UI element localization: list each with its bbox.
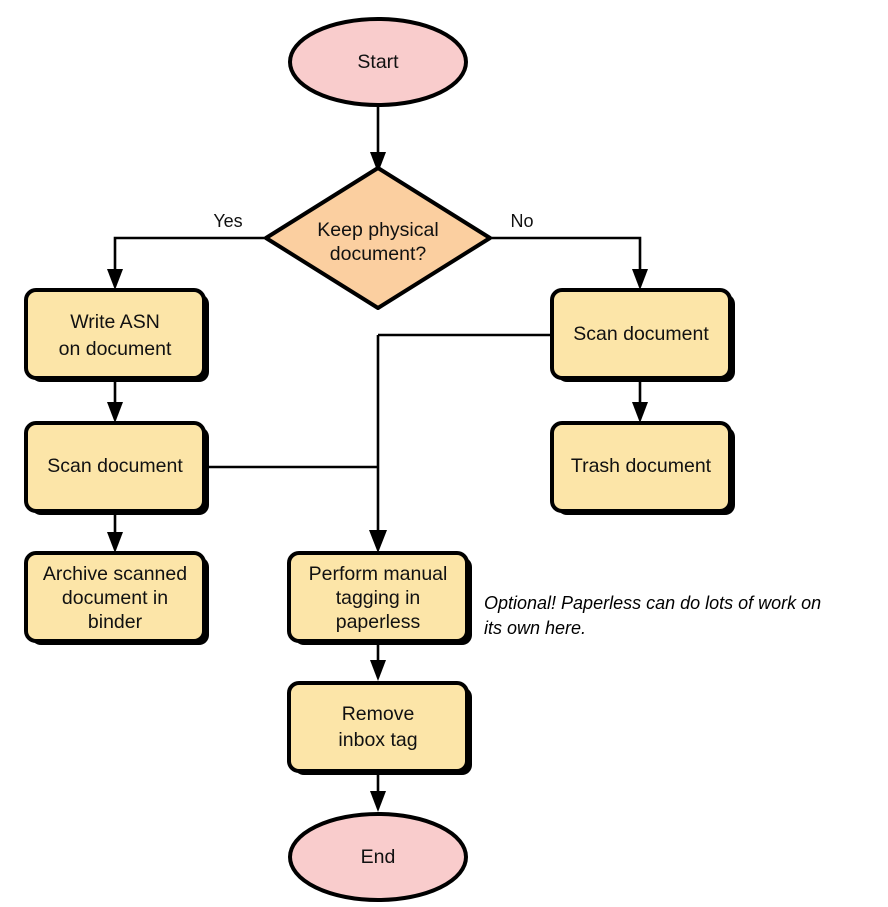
archive-label-line1: Archive scanned xyxy=(43,563,187,585)
end-ellipse xyxy=(288,812,468,902)
remove-inbox-label-line1: Remove xyxy=(342,703,415,725)
arrowhead-scanleft-archive xyxy=(107,532,123,553)
edge-decision-yes-to-write-asn: Yes xyxy=(107,211,266,290)
write-asn-label-line2: on document xyxy=(59,338,172,360)
tagging-box xyxy=(287,551,469,643)
scan-left-box xyxy=(24,421,206,513)
edge-merge-rail-to-tagging xyxy=(369,335,387,553)
node-scan-document-right[interactable]: Scan document xyxy=(550,288,735,382)
decision-label-line1: Keep physical xyxy=(317,219,438,241)
scan-right-box xyxy=(550,288,732,380)
node-start[interactable]: Start xyxy=(288,17,468,107)
end-label: End xyxy=(361,846,396,868)
archive-label-line3: binder xyxy=(88,611,143,633)
tagging-label-line2: tagging in xyxy=(336,587,421,609)
start-ellipse xyxy=(288,17,468,107)
node-decision-keep-physical-document[interactable]: Keep physical document? xyxy=(264,166,492,310)
arrowhead-remove-end xyxy=(370,791,386,812)
edge-label-yes: Yes xyxy=(213,211,242,231)
trash-label: Trash document xyxy=(571,455,712,477)
trash-box xyxy=(550,421,732,513)
edge-tagging-to-remove-inbox xyxy=(370,643,386,681)
node-trash-document[interactable]: Trash document xyxy=(550,421,735,515)
remove-inbox-label-line2: inbox tag xyxy=(338,729,417,751)
start-label: Start xyxy=(357,51,399,73)
node-write-asn[interactable]: Write ASN on document xyxy=(24,288,209,382)
node-perform-manual-tagging[interactable]: Perform manual tagging in paperless xyxy=(287,551,472,645)
edge-scan-left-to-archive xyxy=(107,510,123,553)
scan-left-label: Scan document xyxy=(47,455,183,477)
scan-right-label: Scan document xyxy=(573,323,709,345)
node-end[interactable]: End xyxy=(288,812,468,902)
edge-label-no: No xyxy=(510,211,533,231)
annotation-line1: Optional! Paperless can do lots of work … xyxy=(484,593,821,613)
tagging-label-line1: Perform manual xyxy=(309,563,448,585)
decision-diamond xyxy=(264,166,492,310)
arrowhead-yes xyxy=(107,269,123,290)
annotation-optional-note: Optional! Paperless can do lots of work … xyxy=(484,593,821,638)
edge-line-yes xyxy=(113,236,266,276)
remove-inbox-box xyxy=(287,681,469,773)
annotation-line2: its own here. xyxy=(484,618,586,638)
edge-scan-right-to-trash xyxy=(632,378,648,423)
edge-decision-no-to-scan-right: No xyxy=(490,211,648,290)
arrowhead-no xyxy=(632,269,648,290)
arrowhead-tagging-remove xyxy=(370,660,386,681)
edge-write-asn-to-scan-left xyxy=(107,378,123,423)
arrowhead-merge-tagging xyxy=(369,530,387,553)
edge-layer: Yes No xyxy=(107,105,648,812)
arrowhead-writeasn-scanleft xyxy=(107,402,123,423)
decision-label-line2: document? xyxy=(330,243,427,265)
arrowhead-scanright-trash xyxy=(632,402,648,423)
write-asn-label-line1: Write ASN xyxy=(70,311,160,333)
edge-remove-inbox-to-end xyxy=(370,771,386,812)
node-remove-inbox-tag[interactable]: Remove inbox tag xyxy=(287,681,472,775)
tagging-label-line3: paperless xyxy=(336,611,421,633)
archive-box xyxy=(24,551,206,643)
archive-label-line2: document in xyxy=(62,587,168,609)
node-archive-scanned-document[interactable]: Archive scanned document in binder xyxy=(24,551,209,645)
edge-start-to-decision xyxy=(370,105,386,173)
node-scan-document-left[interactable]: Scan document xyxy=(24,421,209,515)
arrowhead-start-decision xyxy=(370,152,386,173)
edge-line-no xyxy=(490,236,642,276)
write-asn-box xyxy=(24,288,206,380)
